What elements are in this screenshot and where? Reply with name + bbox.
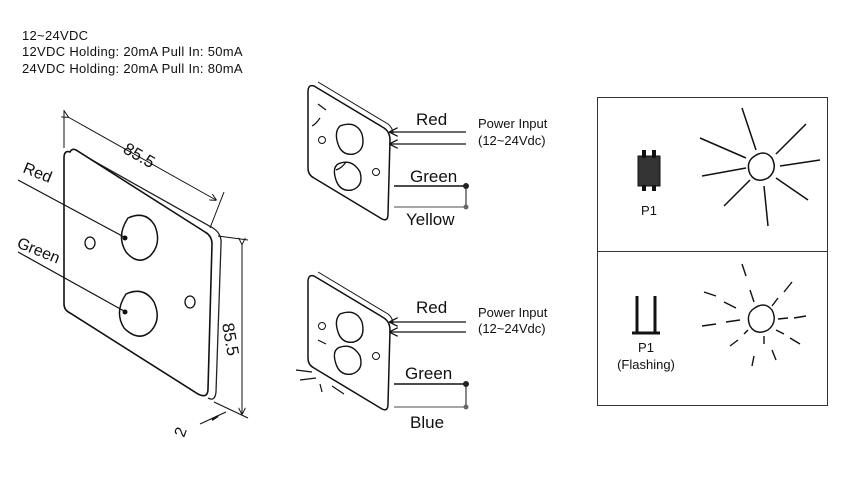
wiring-diagram-steady — [307, 81, 469, 221]
dimension-depth — [199, 411, 227, 425]
wire-green-label-2: Green — [405, 364, 452, 383]
steady-light-icon — [699, 107, 821, 227]
height-dimension-label: 85.5 — [218, 321, 242, 357]
jumper-label-2: P1 — [638, 340, 654, 355]
dimension-height — [213, 235, 249, 419]
wire-red-label: Red — [416, 110, 447, 129]
dimension-width — [64, 110, 225, 229]
green-button-outline — [118, 290, 158, 337]
wire-blue-label: Blue — [410, 413, 444, 432]
depth-dimension-label: 2 — [172, 425, 191, 439]
red-button-outline — [120, 214, 159, 261]
screw-hole-left — [84, 236, 96, 250]
wire-green-label: Green — [410, 167, 457, 186]
wire-red-label-2: Red — [416, 298, 447, 317]
spec-24vdc: 24VDC Holding: 20mA Pull In: 80mA — [22, 61, 243, 76]
width-dimension-label: 85.5 — [120, 139, 158, 172]
power-input-label: Power Input — [478, 116, 548, 131]
front-label-red: Red — [21, 160, 55, 187]
power-range-label: (12~24Vdc) — [478, 133, 546, 148]
screw-hole-right — [184, 295, 196, 309]
front-view-plate — [17, 148, 222, 400]
jumper-open-icon — [632, 296, 660, 335]
power-range-label-2: (12~24Vdc) — [478, 321, 546, 336]
jumper-closed-icon — [637, 150, 661, 191]
flashing-mode-label: (Flashing) — [617, 357, 675, 372]
spec-voltage: 12~24VDC — [22, 28, 89, 43]
flashing-light-icon — [701, 263, 807, 367]
wire-yellow-label: Yellow — [406, 210, 455, 229]
jumper-label: P1 — [641, 203, 657, 218]
spec-12vdc: 12VDC Holding: 20mA Pull In: 50mA — [22, 44, 243, 59]
wiring-diagram-flashing — [295, 271, 469, 411]
power-input-label-2: Power Input — [478, 305, 548, 320]
front-label-green: Green — [15, 235, 63, 267]
